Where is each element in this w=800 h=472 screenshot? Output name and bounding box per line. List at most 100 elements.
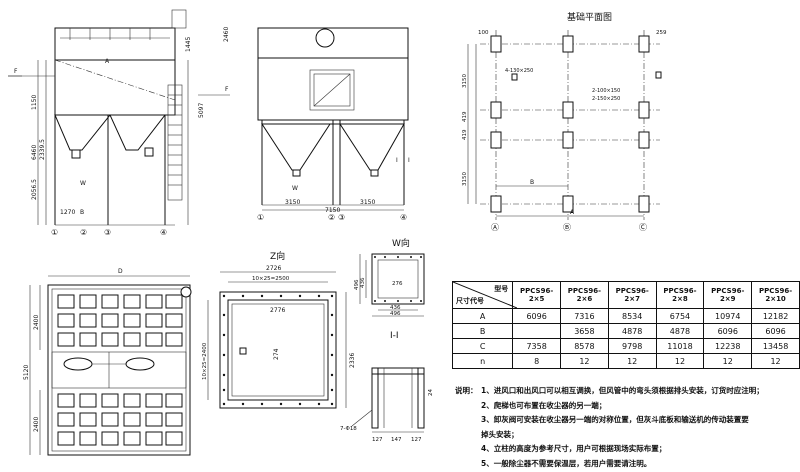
bag-dim-2400a: 2400 xyxy=(33,315,40,330)
col-header: PPCS96-2×10 xyxy=(751,281,800,309)
cell: 8 xyxy=(512,353,562,369)
elev-dim-1445: 1445 xyxy=(185,37,192,52)
note-item: 2、爬梯也可布置在收尘器的另一端； xyxy=(481,400,607,410)
pulse-tank-left xyxy=(63,357,93,371)
front-dim-3150b: 3150 xyxy=(360,199,375,206)
elev-dim-2460: 2460 xyxy=(223,27,230,42)
ladder xyxy=(167,84,183,201)
cell: 12238 xyxy=(703,338,753,354)
pad xyxy=(490,101,502,119)
cell: 10974 xyxy=(703,308,753,324)
w-dim-496a: 496 xyxy=(354,279,360,290)
section-dim-24: 24 xyxy=(428,389,434,396)
header-model: 型号 xyxy=(494,285,509,293)
plan-letter-a: A xyxy=(570,209,575,216)
spec-table: 型号 尺寸代号 PPCS96-2×5 PPCS96-2×6 PPCS96-2×7… xyxy=(451,281,800,369)
plan-letter-b: B xyxy=(530,179,534,186)
col-header: PPCS96-2×8 xyxy=(655,281,705,309)
top-chamber xyxy=(54,27,176,61)
table-row: C 7358 8578 9798 11018 12238 13458 xyxy=(451,338,800,354)
elev-dim-1150: 1150 xyxy=(31,95,38,110)
section-dim-bolts: 7-Φ18 xyxy=(340,426,357,432)
elevation-view: 2460 1445 1150 6460 2056.5 2339.5 5097 1… xyxy=(8,9,230,237)
elev-axis-3: ③ xyxy=(104,228,111,237)
bag-plan-outline xyxy=(47,284,191,456)
elev-dim-1270: 1270 xyxy=(60,209,75,216)
plan-dim-419a: 419 xyxy=(462,111,468,122)
w-view-title: W向 xyxy=(392,237,410,249)
cell: 4878 xyxy=(607,323,657,339)
section-dim-147: 147 xyxy=(391,437,402,443)
w-dim-436a: 436 xyxy=(360,277,366,288)
pad xyxy=(638,131,650,149)
plan-note-2-150: 2-150×250 xyxy=(592,96,620,102)
row-label: B xyxy=(451,323,514,339)
pad xyxy=(490,131,502,149)
z-view: Z向 2726 10×25=2500 2776 10×25=2400 2336 … xyxy=(202,250,356,409)
upper-casing xyxy=(54,59,176,116)
front-fan xyxy=(315,28,335,48)
cell: 8534 xyxy=(607,308,657,324)
bag-grid xyxy=(57,294,183,446)
pad xyxy=(562,35,574,53)
col-header: PPCS96-2×6 xyxy=(560,281,609,309)
plan-title: 基础平面图 xyxy=(567,11,612,23)
note-item: 3、卸灰阀可安装在收尘器另一端的对称位置，但灰斗底板和输送机的传动装置要 xyxy=(481,415,749,424)
cell: 8578 xyxy=(560,338,609,354)
plan-dim-3150a: 3150 xyxy=(462,74,468,88)
cell: 6096 xyxy=(703,323,753,339)
note-item: 掉头安装； xyxy=(481,429,519,439)
valve-right xyxy=(144,147,154,157)
z-dim-274: 274 xyxy=(273,348,280,360)
front-axis-2: ② xyxy=(328,213,335,222)
col-header: PPCS96-2×9 xyxy=(703,281,753,309)
col-header: PPCS96-2×5 xyxy=(512,281,562,309)
row-label: n xyxy=(451,353,514,369)
plan-dim-259: 259 xyxy=(656,30,667,36)
foundation-plan: 基础平面图 xyxy=(462,11,667,232)
cell: 12 xyxy=(655,353,705,369)
notes-block: 说明：1、进风口和出风口可以相互调换，但风管中的弯头须根据排头安装，订货时应注明… xyxy=(455,384,795,471)
elev-letter-f1: F xyxy=(14,68,18,75)
cell: 4878 xyxy=(655,323,705,339)
cell: 11018 xyxy=(655,338,705,354)
bag-dim-d: D xyxy=(118,268,123,275)
section-view: I-I 7-Φ18 127 147 127 24 xyxy=(340,331,434,443)
elev-dim-6460: 6460 xyxy=(31,145,38,160)
w-dim-496b: 496 xyxy=(390,311,401,317)
pad xyxy=(638,101,650,119)
bag-dim-5120: 5120 xyxy=(23,365,30,380)
w-view: W向 496 436 436 496 276 xyxy=(354,237,425,317)
front-axis-1: ① xyxy=(257,213,264,222)
front-dim-3150a: 3150 xyxy=(285,199,300,206)
plan-note-2-100: 2-100×150 xyxy=(592,88,620,94)
front-inlet xyxy=(309,69,355,111)
elev-axis-1: ① xyxy=(51,228,58,237)
cell: 12182 xyxy=(751,308,800,324)
cell: 6096 xyxy=(512,308,562,324)
cell: 12 xyxy=(703,353,753,369)
note-item: 5、一般除尘器不需要保温层，若用户需要请注明。 xyxy=(481,458,652,468)
elev-axis-2: ② xyxy=(80,228,87,237)
plan-dim-3150b: 3150 xyxy=(462,172,468,186)
foundation-pads xyxy=(490,35,662,213)
elev-dim-5097: 5097 xyxy=(198,103,205,118)
section-dim-127a: 127 xyxy=(372,437,383,443)
z-opening xyxy=(227,299,329,401)
table-row: B 3658 4878 4878 6096 6096 xyxy=(451,323,800,339)
header-code: 尺寸代号 xyxy=(456,297,484,305)
z-dim-2776: 2776 xyxy=(270,307,285,314)
elev-dim-2056: 2056.5 xyxy=(31,179,38,200)
table-row: A 6096 7316 8534 6754 10974 12182 xyxy=(451,308,800,324)
front-letter-i1: I xyxy=(396,157,398,164)
cell: 12 xyxy=(607,353,657,369)
z-dim-2726: 2726 xyxy=(266,265,281,272)
cell: 7358 xyxy=(512,338,562,354)
table-header-row: 型号 尺寸代号 PPCS96-2×5 PPCS96-2×6 PPCS96-2×7… xyxy=(451,281,800,309)
cell: 9798 xyxy=(607,338,657,354)
z-outer-flange xyxy=(219,291,337,409)
bag-dim-2400b: 2400 xyxy=(33,417,40,432)
front-hopper-left xyxy=(261,123,331,171)
cell: 6096 xyxy=(751,323,800,339)
